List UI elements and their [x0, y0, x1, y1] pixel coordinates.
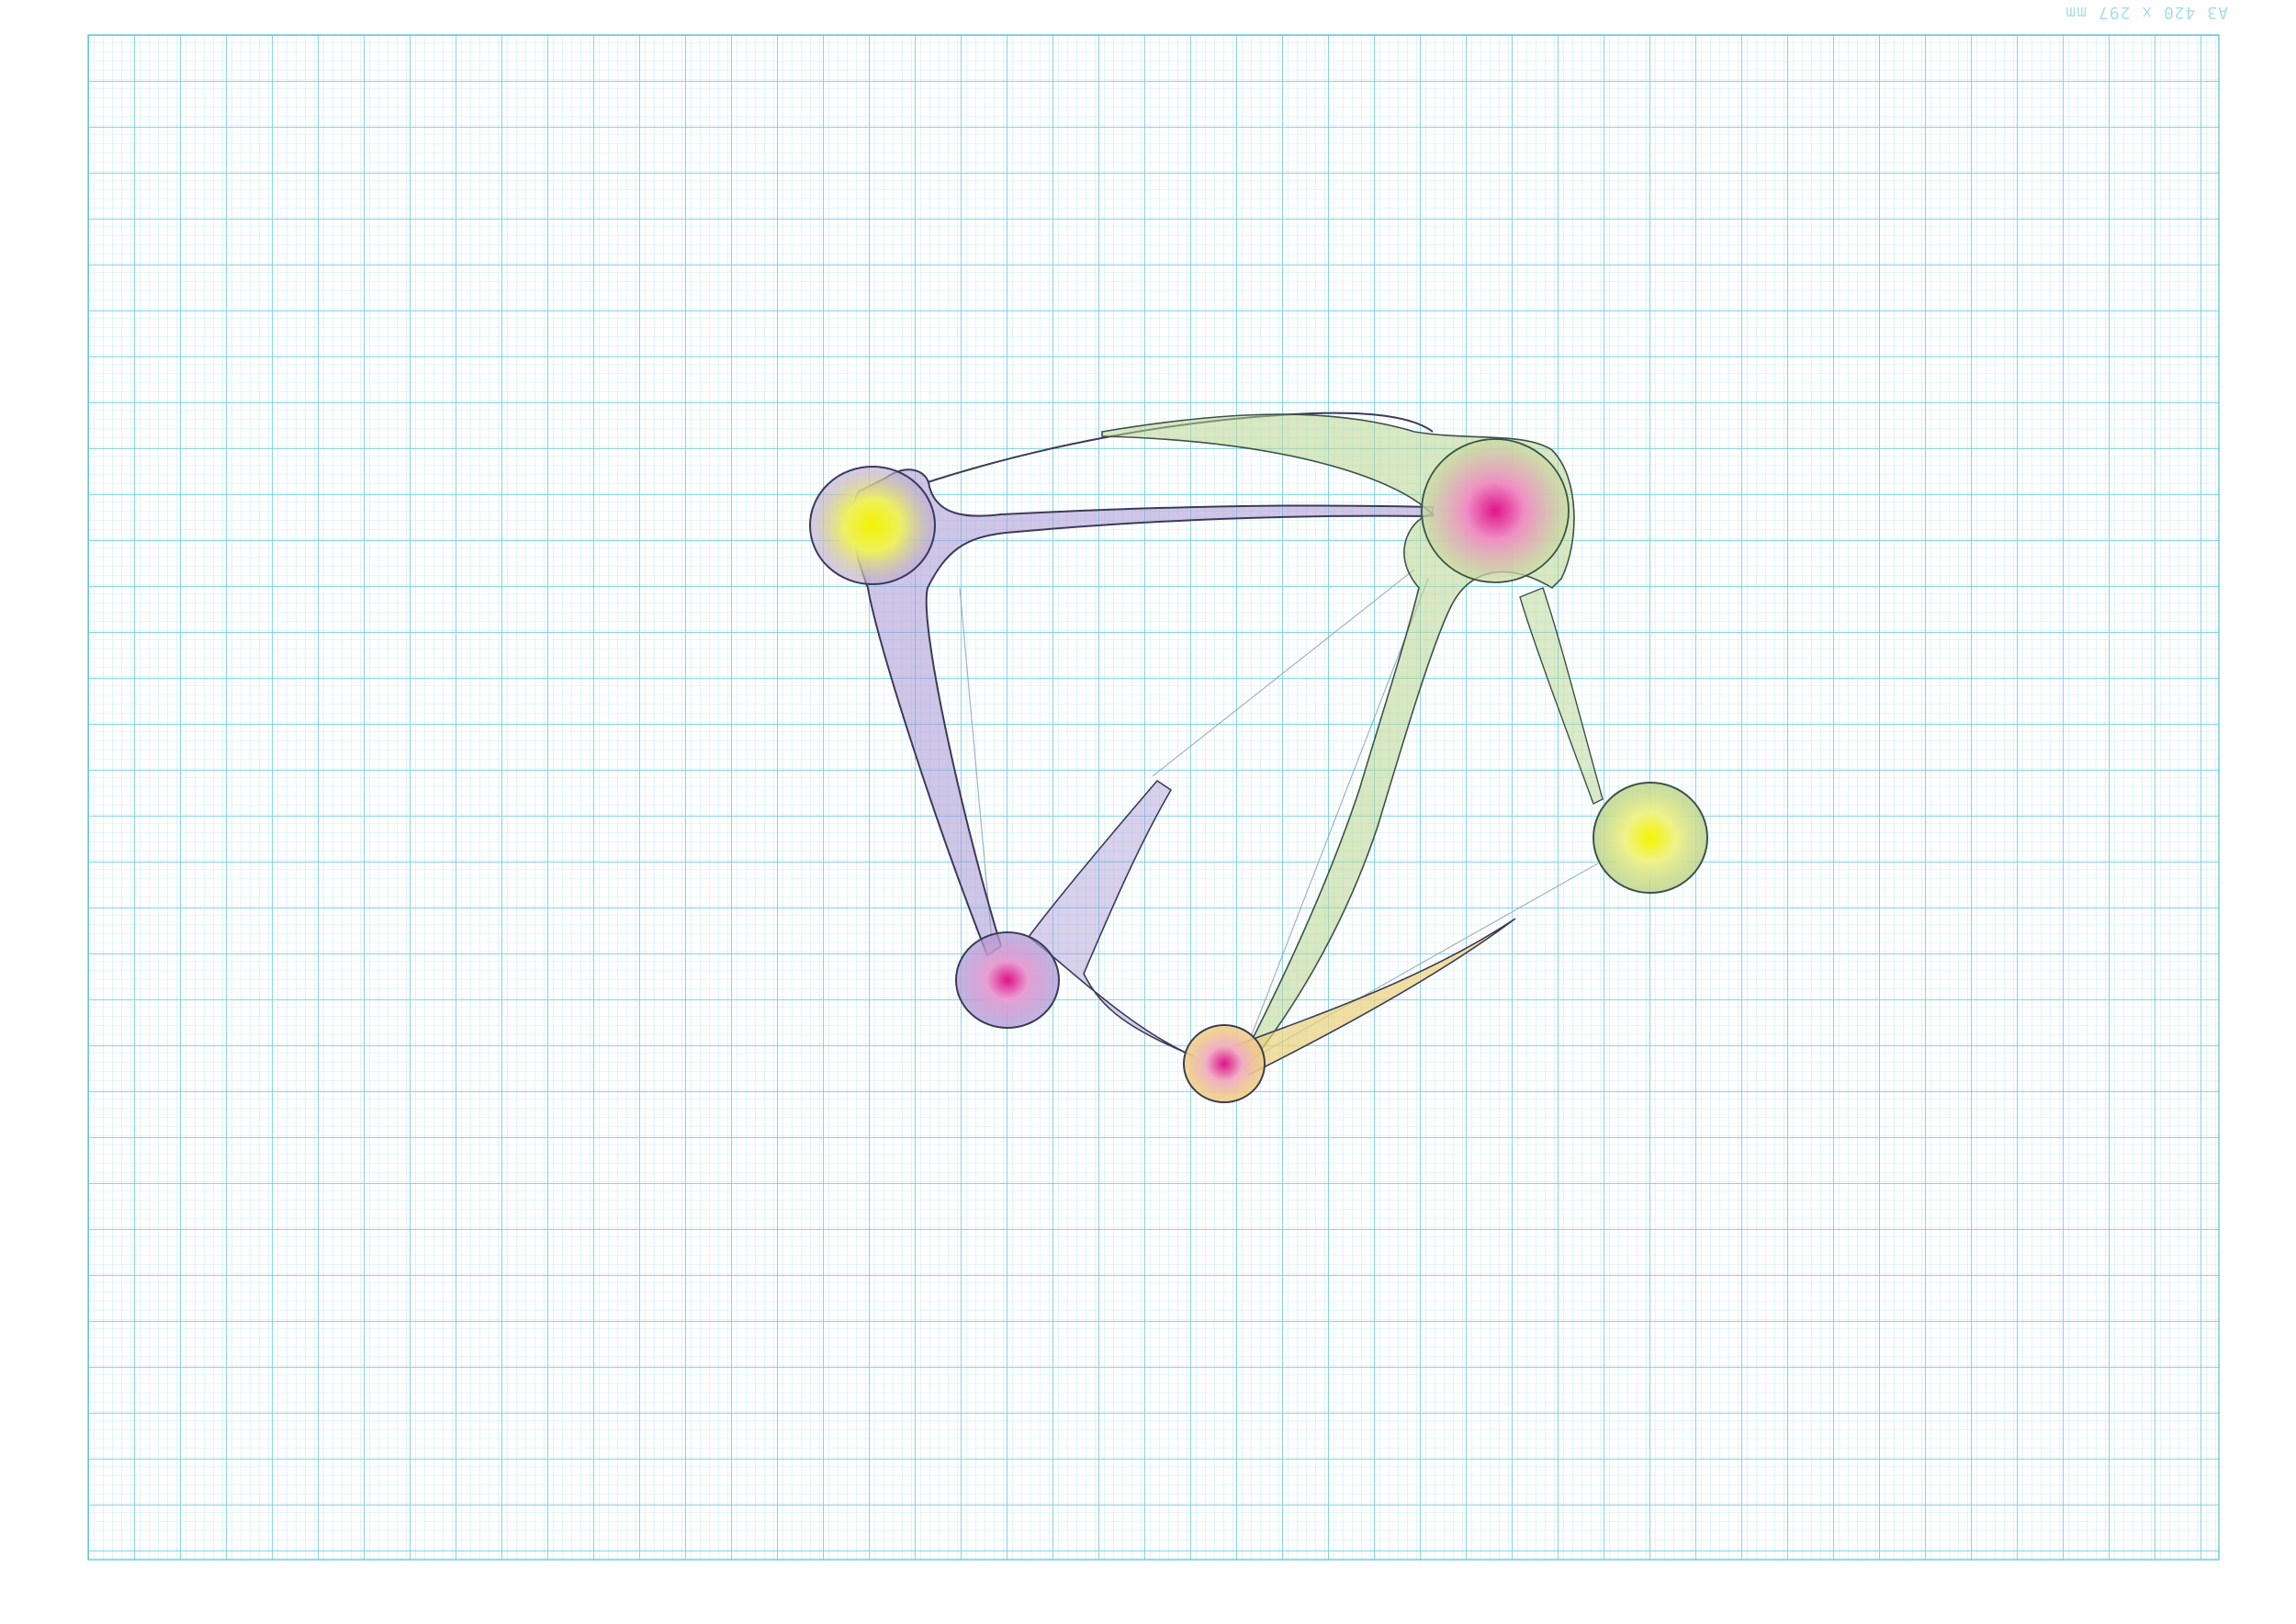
node-top-right	[1421, 438, 1570, 583]
node-bottom-center	[1183, 1024, 1266, 1103]
green-membrane	[1101, 413, 1604, 1066]
node-right	[1593, 782, 1708, 894]
grid-area	[88, 35, 2219, 1560]
paper-format-label: A3 420 x 297 mm	[2065, 3, 2228, 22]
yellow-tail	[1229, 918, 1516, 1077]
node-top-left	[809, 466, 936, 585]
node-bottom-left	[955, 931, 1060, 1029]
